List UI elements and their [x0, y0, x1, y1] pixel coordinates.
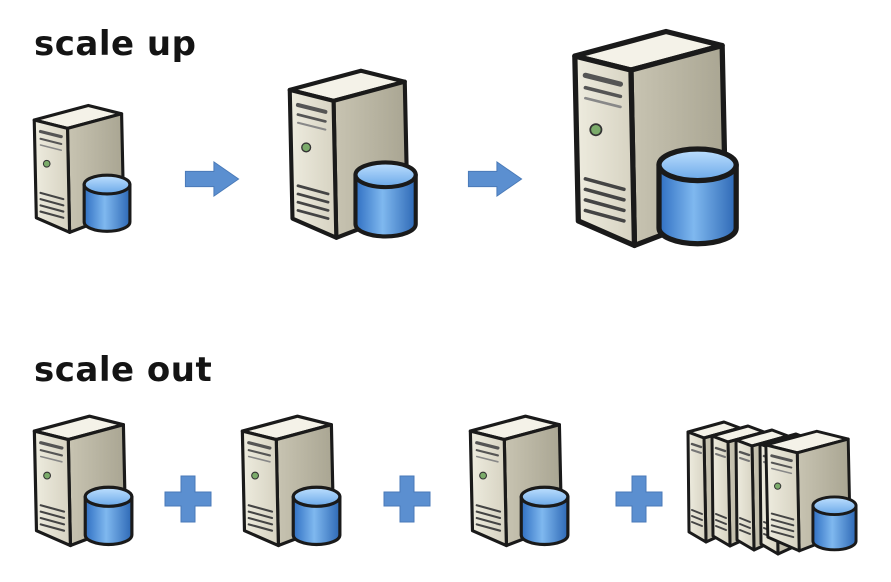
server-with-database-icon [236, 414, 342, 552]
server-with-database-icon [764, 429, 858, 553]
server-with-database-icon [464, 414, 570, 552]
server-with-database-icon [28, 102, 132, 240]
server-with-database-icon [28, 414, 134, 552]
scale-out-title: scale out [34, 350, 213, 390]
right-arrow-icon [183, 160, 241, 202]
plus-icon [163, 474, 213, 528]
plus-icon [614, 474, 664, 528]
scale-up-title: scale up [34, 24, 197, 64]
right-arrow-icon [466, 160, 524, 202]
plus-icon [382, 474, 432, 528]
server-cluster-icon [682, 412, 872, 562]
server-with-database-icon [560, 28, 744, 256]
server-with-database-icon [280, 68, 420, 246]
